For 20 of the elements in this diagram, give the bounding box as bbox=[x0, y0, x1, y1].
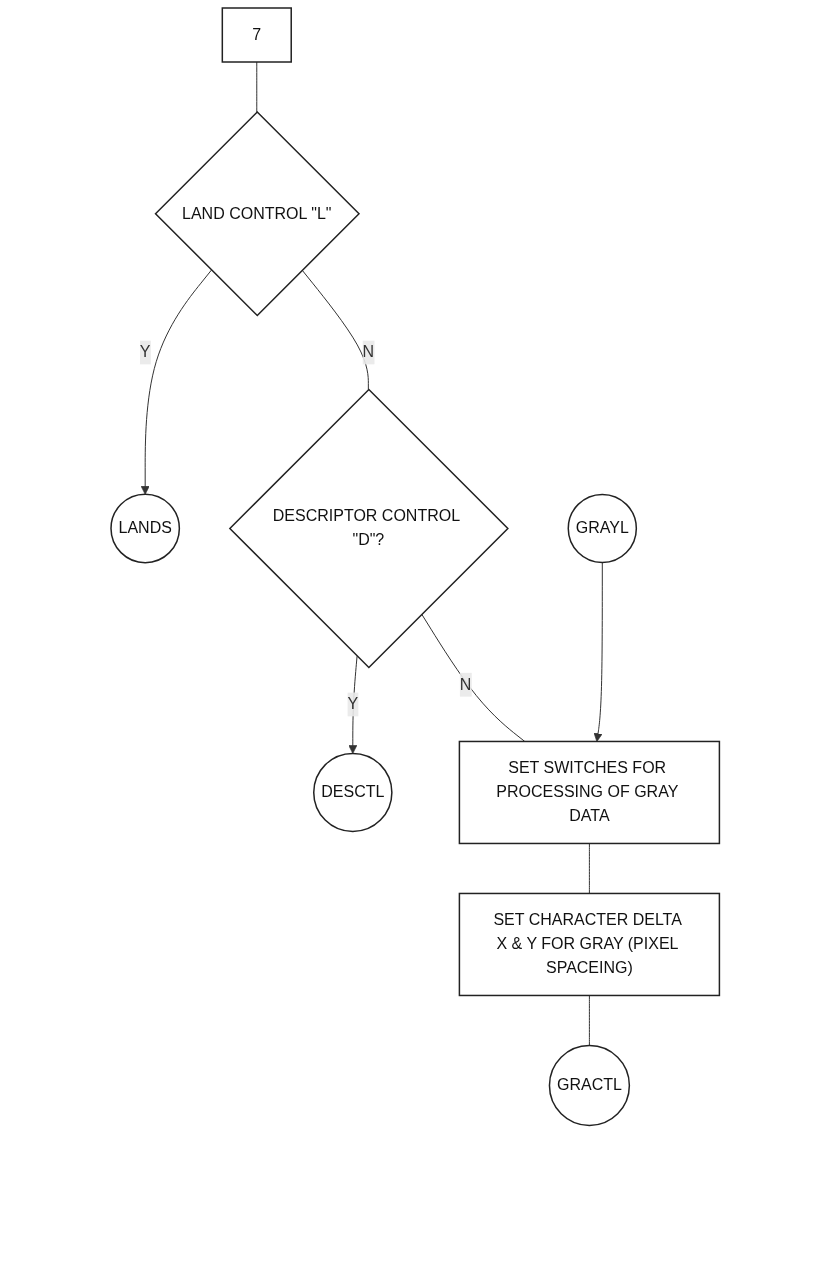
edge-label: N bbox=[460, 675, 472, 693]
node-circle: DESCTL bbox=[313, 752, 393, 833]
node-circle: GRACTL bbox=[549, 1044, 631, 1127]
node-box: 7 bbox=[221, 7, 293, 63]
connector bbox=[421, 613, 526, 742]
node-box: SET SWITCHES FOR PROCESSING OF GRAY DATA bbox=[458, 740, 721, 845]
edge-label: N bbox=[362, 343, 375, 361]
connector bbox=[256, 61, 258, 113]
node-diamond: LAND CONTROL "L" bbox=[154, 110, 361, 317]
node-circle: GRAYL bbox=[567, 493, 638, 564]
connector bbox=[589, 842, 591, 894]
connector bbox=[589, 994, 591, 1046]
node-circle: LANDS bbox=[110, 493, 181, 564]
edge-label: Y bbox=[140, 343, 151, 361]
node-box: SET CHARACTER DELTA X & Y FOR GRAY (PIXEL SPACEING) bbox=[458, 892, 721, 997]
arrow bbox=[141, 269, 213, 495]
arrow bbox=[594, 562, 604, 742]
edge-label: Y bbox=[347, 695, 359, 713]
node-diamond: DESCRIPTOR CONTROL "D"? bbox=[229, 388, 510, 669]
connector bbox=[301, 269, 370, 390]
